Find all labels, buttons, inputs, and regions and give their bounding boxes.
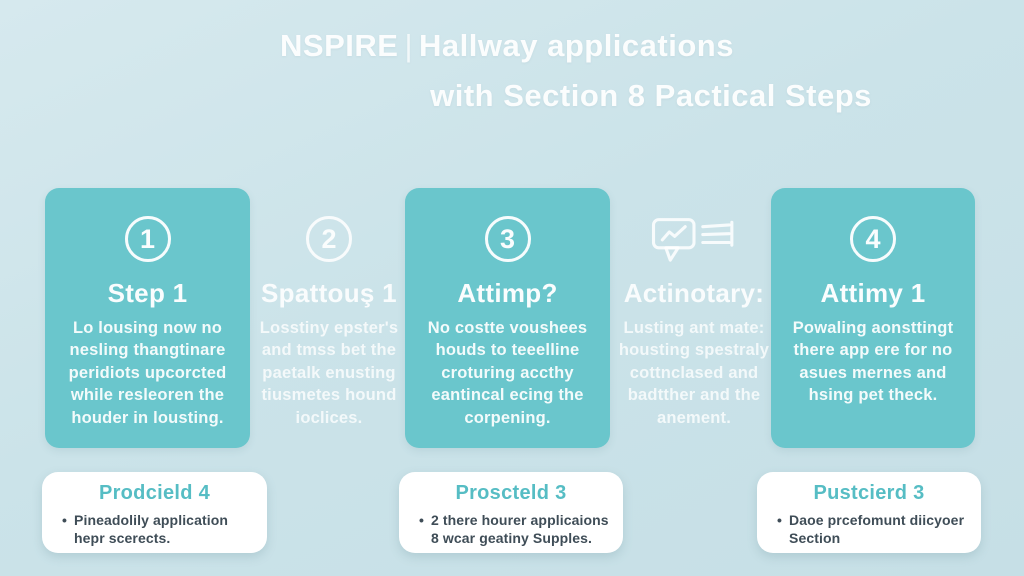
footer-box-bullet-1: • Pineadolily application hepr scerects.	[56, 511, 253, 547]
footer-box-3: Pustcierd 3 • Daoe prcefomunt diicyoer S…	[757, 472, 981, 553]
footer-box-bullet-text-2: 2 there hourer applicaions 8 wcar geatin…	[431, 512, 609, 547]
bullet-icon: •	[62, 512, 68, 528]
footer-box-2: Proscteld 3 • 2 there hourer applicaions…	[399, 472, 623, 553]
title-separator: |	[404, 28, 414, 63]
infographic-title-line1: NSPIRE|Hallway applications	[280, 28, 734, 64]
title-part1: NSPIRE	[280, 28, 399, 63]
step-heading-1: Step 1	[107, 278, 188, 308]
step-card-1: 1 Step 1 Lo lousing now no nesling thang…	[45, 188, 250, 448]
step-body-3: No costte voushees houds to teeelline cr…	[427, 319, 588, 427]
title-part2: Hallway applications	[419, 28, 734, 63]
footer-box-1: Prodcield 4 • Pineadolily application he…	[42, 472, 267, 553]
chat-chart-list-icon	[616, 216, 772, 262]
step-body-2: Losstiny epster's and tmss bet the paeta…	[259, 319, 399, 427]
step-body-4: Lusting ant mate: housting spestraly cot…	[618, 319, 770, 427]
step-body-1: Lo lousing now no nesling thangtinare pe…	[68, 319, 227, 427]
footer-box-bullet-text-3: Daoe prcefomunt diicyoer Section	[789, 512, 965, 547]
footer-box-title-3: Pustcierd 3	[813, 482, 925, 504]
step-number-badge-3: 3	[484, 216, 531, 262]
bullet-icon: •	[419, 512, 425, 528]
step-column-4: Actinotary: Lusting ant mate: housting s…	[616, 188, 772, 448]
step-heading-5: Attimy 1	[820, 278, 926, 308]
footer-box-bullet-2: • 2 there hourer applicaions 8 wcar geat…	[413, 511, 609, 547]
infographic-title-line2: with Section 8 Pactical Steps	[430, 78, 872, 113]
step-number-badge-2: 2	[306, 216, 352, 262]
step-heading-3: Attimp?	[457, 278, 558, 308]
step-heading-4: Actinotary:	[623, 278, 765, 308]
step-card-4: 4 Attimy 1 Powaling aonsttingt there app…	[771, 188, 975, 448]
footer-box-bullet-3: • Daoe prcefomunt diicyoer Section	[771, 511, 967, 547]
footer-box-title-2: Proscteld 3	[455, 482, 567, 504]
footer-box-title-1: Prodcield 4	[98, 482, 211, 504]
footer-box-bullet-text-1: Pineadolily application hepr scerects.	[74, 512, 229, 547]
step-column-2: 2 Spattouş 1 Losstiny epster's and tmss …	[256, 188, 402, 448]
step-number-badge-1: 1	[124, 216, 171, 262]
step-heading-2: Spattouş 1	[261, 278, 397, 308]
step-number-badge-4: 4	[850, 216, 896, 262]
step-card-3: 3 Attimp? No costte voushees houds to te…	[405, 188, 610, 448]
step-body-5: Powaling aonsttingt there app ere for no…	[792, 319, 954, 405]
bullet-icon: •	[777, 512, 783, 528]
